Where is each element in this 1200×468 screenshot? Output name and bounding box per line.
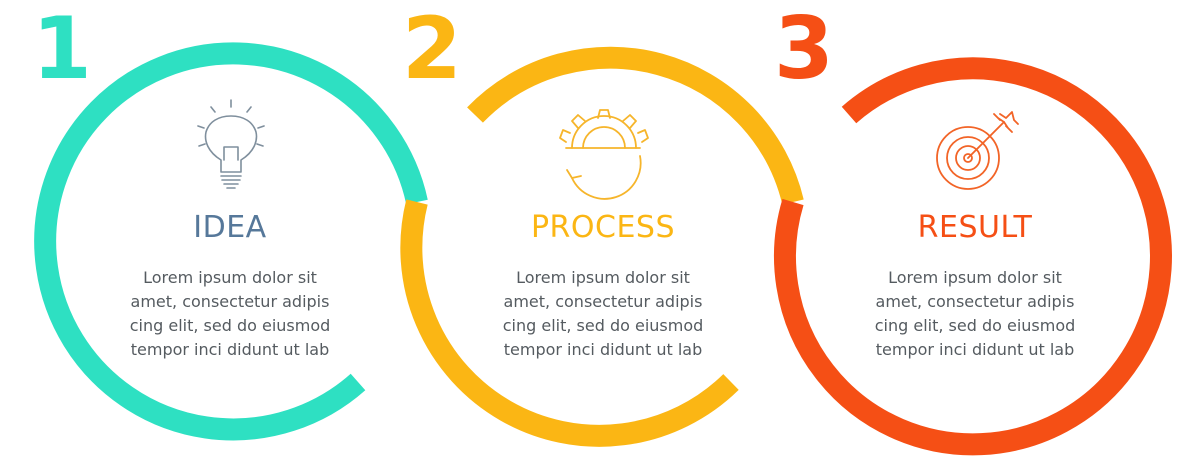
step-2-number: 2 xyxy=(402,0,462,99)
lightbulb-icon xyxy=(197,99,265,189)
step-3-ring xyxy=(773,57,1172,456)
gear-cycle-icon xyxy=(559,109,649,200)
step-1-line-3: cing elit, sed do eiusmod xyxy=(129,316,331,335)
step-2-title: PROCESS xyxy=(530,210,676,245)
step-2-line-4: tempor inci didunt ut lab xyxy=(503,340,703,359)
step-2-ring xyxy=(467,46,804,205)
step-3-title: RESULT xyxy=(917,210,1033,245)
step-1-title: IDEA xyxy=(193,210,267,245)
step-1-line-2: amet, consectetur adipis xyxy=(130,292,330,311)
step-1-ring xyxy=(34,42,428,441)
step-1-number: 1 xyxy=(32,0,92,99)
step-3-line-3: cing elit, sed do eiusmod xyxy=(874,316,1076,335)
step-1-line-1: Lorem ipsum dolor sit xyxy=(143,268,317,287)
target-icon xyxy=(936,111,1019,190)
step-2-description: Lorem ipsum dolor sit amet, consectetur … xyxy=(473,266,733,362)
step-1-line-4: tempor inci didunt ut lab xyxy=(130,340,330,359)
step-2-line-2: amet, consectetur adipis xyxy=(503,292,703,311)
step-3-line-4: tempor inci didunt ut lab xyxy=(875,340,1075,359)
step-3-number: 3 xyxy=(774,0,834,99)
step-3-line-1: Lorem ipsum dolor sit xyxy=(888,268,1062,287)
step-2-line-3: cing elit, sed do eiusmod xyxy=(502,316,704,335)
step-2-ring-lower xyxy=(400,199,739,447)
step-1-description: Lorem ipsum dolor sit amet, consectetur … xyxy=(100,266,360,362)
step-2-line-1: Lorem ipsum dolor sit xyxy=(516,268,690,287)
step-3-description: Lorem ipsum dolor sit amet, consectetur … xyxy=(845,266,1105,362)
step-3-line-2: amet, consectetur adipis xyxy=(875,292,1075,311)
